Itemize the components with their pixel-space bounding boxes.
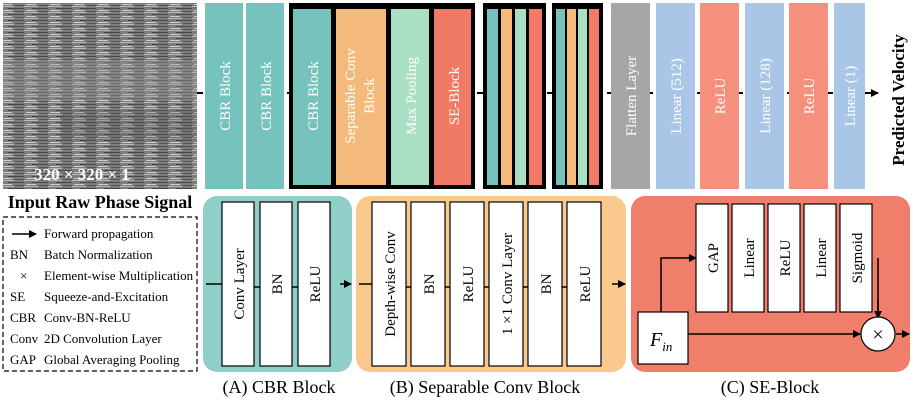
layer-label: ReLU [578,266,594,303]
legend-key: × [20,268,27,283]
group-cbr-label: CBR Block [306,61,322,131]
group-se-block [434,9,471,185]
layer-box [695,203,729,313]
layer-box [488,201,524,367]
linear-512-label: Linear (512) [669,58,685,133]
linear-1-label: Linear (1) [843,66,859,126]
legend-key: Conv [10,331,39,346]
layer-label: Linear [742,238,758,277]
legend-desc: 2D Convolution Layer [44,331,162,346]
layer-label: Conv Layer [232,248,248,319]
legend-desc: Batch Normalization [44,247,153,262]
layer-box [731,203,765,313]
legend-desc: Element-wise Multiplication [44,268,194,283]
layer-label: ReLU [461,266,477,303]
flatten-label: Flatten Layer [624,56,640,136]
panel-a-cbr: Conv Layer BN ReLU [203,196,352,372]
legend-desc: Conv-BN-ReLU [44,310,131,325]
panel-a-caption: (A) CBR Block [222,377,335,398]
group-cbr-block [293,9,331,185]
cbr-block-2 [246,3,284,189]
input-dims: 320 × 320 × 1 [34,165,130,184]
layer-box [527,201,563,367]
layer-label: Depth-wise Conv [383,231,399,337]
panel-c-se: GAP Linear ReLU Linear Sigmoid Fin × [631,196,910,372]
linear-128-layer [745,3,784,189]
multiply-symbol: × [872,324,883,346]
flatten-layer [611,3,650,189]
layer-box [839,203,873,313]
legend-key: GAP [10,352,36,367]
layer-box [221,201,255,367]
panel-b-caption: (B) Separable Conv Block [390,377,580,398]
layer-label: Sigmoid [850,232,866,283]
legend-desc: Global Averaging Pooling [44,352,180,367]
layer-box [803,203,837,313]
group-sep-conv-block [336,9,386,185]
repeated-group-1 [483,3,546,189]
layer-box [566,201,602,367]
group-sep-conv-label-2: Block [362,78,378,114]
input-signal-image: 320 × 320 × 1 [3,3,197,189]
layer-box [410,201,446,367]
legend-key: CBR [10,310,36,325]
se-input-label: Fin [649,329,672,354]
layer-label: Linear [814,238,830,277]
layer-label: 1 ×1 Conv Layer [500,233,516,335]
input-caption: Input Raw Phase Signal [8,192,193,212]
relu-2-label: ReLU [802,78,818,115]
cbr-block-2-label: CBR Block [259,61,275,131]
group-sep-conv-label-1: Separable Conv [343,48,359,144]
legend-desc: Forward propagation [44,226,154,241]
layer-box [297,201,331,367]
panel-b-sep-conv: Depth-wise Conv BN ReLU 1 ×1 Conv Layer BN Re… [356,196,626,372]
cbr-block-1-label: CBR Block [218,61,234,131]
cbr-block-1 [205,3,243,189]
linear-128-label: Linear (128) [758,58,774,133]
layer-label: ReLU [308,266,324,303]
legend-key: SE [10,289,25,304]
panel-c-caption: (C) SE-Block [721,377,820,398]
legend-key: BN [10,247,29,262]
group-max-pool-label: Max Pooling [404,57,420,135]
linear-512-layer [656,3,695,189]
layer-label: GAP [706,243,722,273]
layer-box [371,201,407,367]
layer-box [259,201,293,367]
relu-1-label: ReLU [713,78,729,115]
output-label: Predicted Velocity [889,34,908,166]
group-max-pool [391,9,429,185]
layer-box [767,203,801,313]
relu-layer-1 [700,3,739,189]
se-input-box [637,311,689,365]
group-se-label: SE-Block [447,66,463,125]
repeated-group-2 [552,3,603,189]
layer-label: BN [270,273,286,294]
multiply-node [860,316,896,352]
linear-1-layer [834,3,865,189]
legend-desc: Squeeze-and-Excitation [44,289,169,304]
relu-layer-2 [789,3,828,189]
layer-label: BN [422,273,438,294]
layer-label: ReLU [778,240,794,277]
layer-box [449,201,485,367]
layer-label: BN [539,273,555,294]
